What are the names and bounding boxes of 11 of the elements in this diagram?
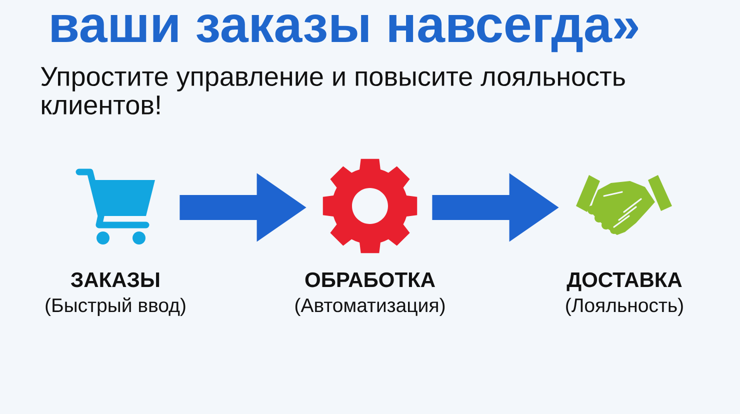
- step-caption: (Лояльность): [566, 298, 683, 316]
- step-title: ДОСТАВКА: [566, 272, 682, 292]
- step-title: ОБРАБОТКА: [305, 272, 435, 288]
- step-title: ЗАКАЗЫ: [70, 272, 160, 288]
- subtitle: Упростите управление и повысите лояльность клиентов!: [40, 67, 625, 115]
- cart-icon: [76, 168, 155, 244]
- title: ваши заказы навсегда»: [52, 14, 638, 52]
- step-caption: (Автоматизация): [295, 298, 445, 316]
- handshake-icon: [576, 175, 672, 235]
- step-caption: (Быстрый ввод): [46, 298, 186, 316]
- gear-icon: [322, 158, 418, 254]
